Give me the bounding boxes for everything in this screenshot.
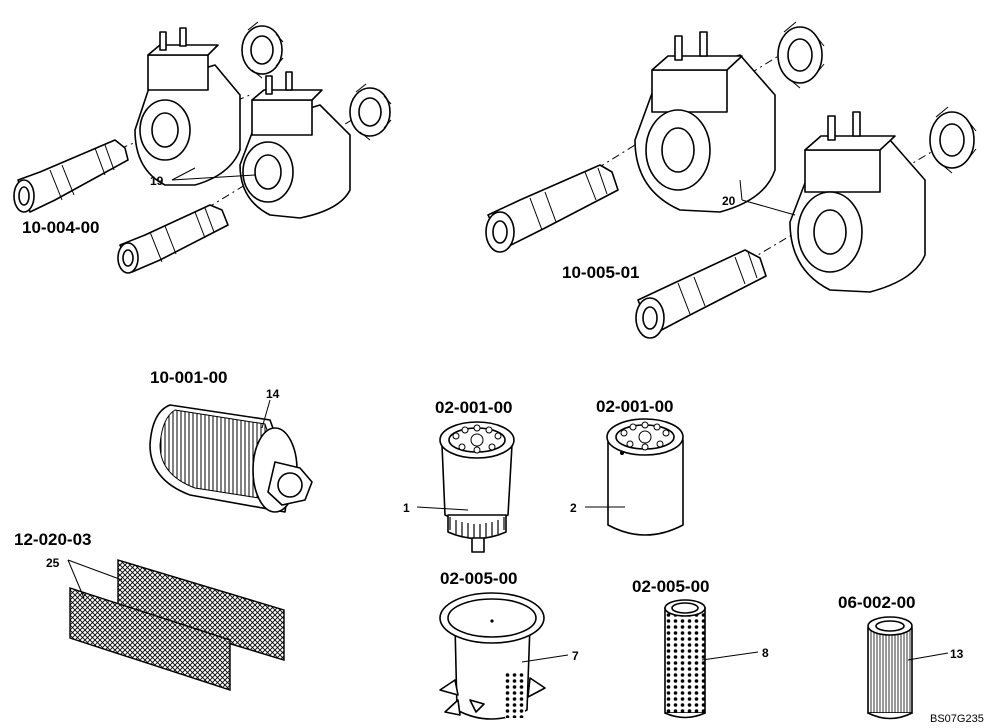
- part-code-10-005-01: 10-005-01: [562, 263, 640, 282]
- item-14-label: 14: [266, 387, 280, 401]
- filter-item-7: 7 02-005-00: [439, 569, 579, 720]
- drawing-reference: BS07G235: [930, 713, 984, 725]
- part-code-02-001-00-a: 02-001-00: [435, 398, 513, 417]
- air-filter-panels-12-020-03: 25 12-020-03: [14, 530, 285, 691]
- solenoid-group-10-005-01: 20 10-005-01: [485, 21, 977, 339]
- item-7-label: 7: [572, 649, 579, 663]
- part-code-10-001-00: 10-001-00: [150, 368, 228, 387]
- cartridge-upper: [13, 139, 129, 213]
- filter-item-13: 13 06-002-00: [838, 593, 964, 720]
- solenoid-coil-upper: [134, 27, 241, 186]
- cartridge-upper-20: [485, 164, 619, 253]
- nut-upper-20: [777, 21, 825, 89]
- strainer-10-001-00: 14 10-001-00: [149, 368, 313, 513]
- part-code-02-001-00-b: 02-001-00: [596, 397, 674, 416]
- item-1-label: 1: [403, 501, 410, 515]
- nut-upper: [241, 21, 284, 79]
- part-code-02-005-00-b: 02-005-00: [632, 577, 710, 596]
- item-20-label: 20: [722, 194, 736, 208]
- item-13-label: 13: [950, 647, 964, 661]
- part-code-12-020-03: 12-020-03: [14, 530, 92, 549]
- filter-item-2: 2 02-001-00: [570, 397, 684, 536]
- part-code-06-002-00: 06-002-00: [838, 593, 916, 612]
- solenoid-coil-lower-20: [789, 111, 926, 293]
- filter-item-1: 1 02-001-00: [403, 398, 515, 553]
- item-19-label: 19: [150, 174, 164, 188]
- part-code-10-004-00: 10-004-00: [22, 218, 100, 237]
- solenoid-coil-lower: [239, 71, 351, 219]
- item-2-label: 2: [570, 501, 577, 515]
- filter-item-8: 8 02-005-00: [632, 577, 769, 719]
- nut-lower-20: [929, 106, 977, 174]
- solenoid-coil-upper-20: [634, 31, 776, 213]
- cartridge-lower: [117, 204, 229, 274]
- part-code-02-005-00-a: 02-005-00: [440, 569, 518, 588]
- item-8-label: 8: [762, 646, 769, 660]
- item-25-label: 25: [46, 556, 60, 570]
- cartridge-lower-20: [635, 249, 767, 339]
- nut-lower: [349, 83, 392, 141]
- solenoid-group-10-004-00: 19 10-004-00: [13, 21, 392, 274]
